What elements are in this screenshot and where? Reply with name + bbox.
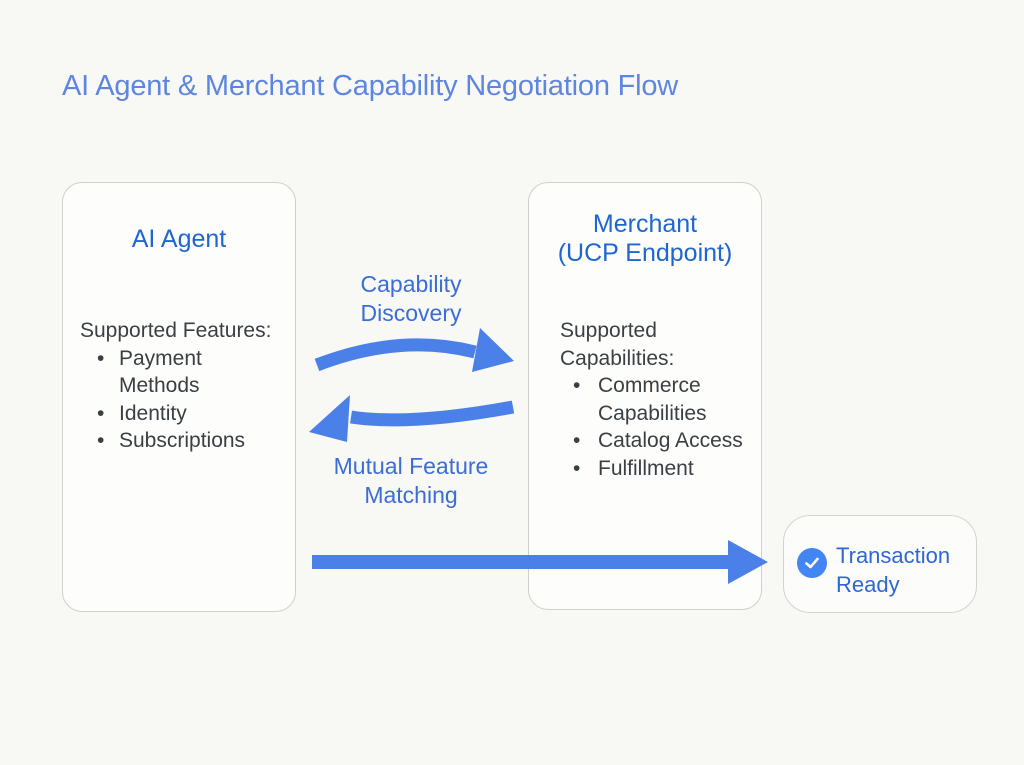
arrow-right-icon xyxy=(312,540,768,584)
agent-list-header: Supported Features: xyxy=(80,319,272,342)
list-item-label: Fulfillment xyxy=(598,456,694,480)
agent-feature-list: • Payment Methods • Identity • Subscript… xyxy=(80,345,290,455)
bullet-icon: • xyxy=(97,346,105,370)
bullet-icon: • xyxy=(97,429,105,452)
merchant-body: Supported Capabilities: • Commerce Capab… xyxy=(560,317,760,482)
list-item: • Subscriptions xyxy=(80,427,290,455)
list-item-label: Identity xyxy=(119,401,187,425)
list-item: • Identity xyxy=(80,400,290,428)
bullet-icon: • xyxy=(97,401,105,425)
ai-agent-title: AI Agent xyxy=(131,224,227,253)
page-title: AI Agent & Merchant Capability Negotiati… xyxy=(62,70,679,102)
capability-exchange-arrows xyxy=(309,328,515,442)
bullet-icon: • xyxy=(573,429,581,452)
bullet-icon: • xyxy=(573,374,581,397)
list-item-label: Catalog Access xyxy=(598,429,743,452)
merchant-list-header: Supported Capabilities: xyxy=(560,319,675,370)
capability-discovery-label: Capability Discovery xyxy=(360,271,462,326)
merchant-title-line1: Merchant xyxy=(592,210,698,238)
merchant-capability-list: • Commerce Capabilities • Catalog Access… xyxy=(560,372,760,482)
ai-agent-title-wrap: AI Agent xyxy=(63,183,295,295)
list-item-label: Payment Methods xyxy=(119,346,202,398)
merchant-title: Merchant (UCP Endpoint) xyxy=(558,210,733,268)
ai-agent-body: Supported Features: • Payment Methods • … xyxy=(80,317,290,455)
list-item: • Fulfillment xyxy=(560,455,760,483)
transaction-ready-box: Transaction Ready xyxy=(783,515,977,613)
mutual-feature-matching-label: Mutual Feature Matching xyxy=(333,453,489,508)
checkmark-icon xyxy=(797,548,827,578)
curved-arrow-left-icon xyxy=(309,395,515,442)
list-item: • Commerce Capabilities xyxy=(560,372,760,427)
transaction-ready-label: Transaction Ready xyxy=(836,543,951,597)
list-item: • Catalog Access xyxy=(560,427,760,455)
curved-arrow-right-icon xyxy=(314,328,514,372)
bullet-icon: • xyxy=(573,456,581,480)
ai-agent-box: AI Agent Supported Features: • Payment M… xyxy=(62,182,296,612)
list-item-label: Commerce Capabilities xyxy=(598,374,707,425)
merchant-box: Merchant (UCP Endpoint) Supported Capabi… xyxy=(528,182,762,610)
merchant-title-line2: (UCP Endpoint) xyxy=(557,239,733,267)
merchant-title-wrap: Merchant (UCP Endpoint) xyxy=(529,183,761,295)
list-item: • Payment Methods xyxy=(80,345,290,400)
list-item-label: Subscriptions xyxy=(119,429,246,452)
